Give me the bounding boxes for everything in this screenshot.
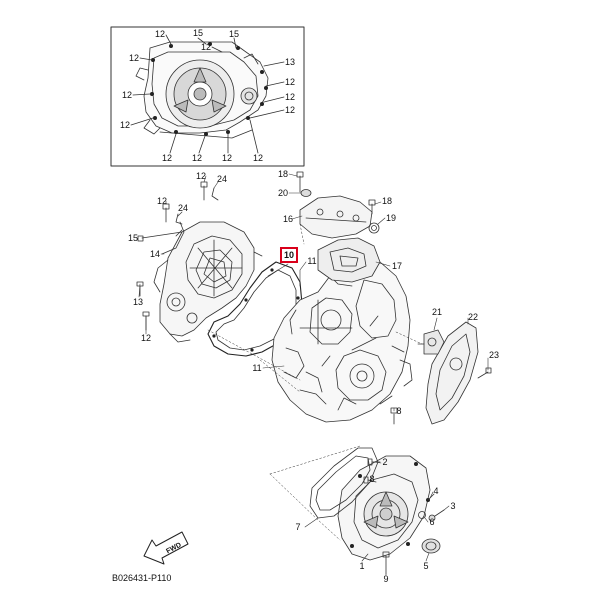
callout-part-18: 18: [277, 169, 289, 179]
inset-cover-drawing: [130, 34, 285, 154]
callout-part-3: 3: [450, 501, 456, 511]
bolt-part-18b: [368, 199, 376, 215]
bolt-part-12a: [200, 181, 208, 201]
callout-part-4: 4: [433, 486, 439, 496]
top-cover-part-16: [299, 195, 373, 239]
oring-part-19: [368, 222, 380, 234]
callout-part-12: 12: [195, 171, 207, 181]
callout-part-12: 12: [154, 29, 166, 39]
gasket-part-7: [309, 447, 379, 519]
bolt-part-9: [382, 551, 390, 575]
cap-part-5: [421, 538, 441, 554]
callout-part-18: 18: [381, 196, 393, 206]
callout-part-12: 12: [119, 120, 131, 130]
callout-part-12: 12: [128, 53, 140, 63]
callout-part-11: 11: [252, 363, 262, 373]
oring-part-6: [418, 511, 426, 519]
bolt-part-23: [477, 367, 492, 379]
reference-code: B026431-P110: [112, 573, 172, 583]
callout-part-22: 22: [467, 312, 479, 322]
callout-part-12: 12: [200, 42, 212, 52]
callout-part-15: 15: [228, 29, 240, 39]
callout-part-12: 12: [191, 153, 203, 163]
callout-part-13: 13: [132, 297, 144, 307]
gasket-part-10: [207, 261, 303, 357]
plug-part-20: [300, 189, 312, 197]
callout-part-2: 2: [382, 457, 388, 467]
callout-part-8: 8: [396, 406, 402, 416]
callout-part-12: 12: [121, 90, 133, 100]
callout-part-10: 10: [279, 247, 299, 263]
callout-part-16: 16: [282, 214, 294, 224]
alignment-lines: [207, 223, 423, 541]
callout-part-17: 17: [391, 261, 403, 271]
part-21: [417, 329, 445, 355]
callout-part-24: 24: [177, 203, 189, 213]
callout-part-12: 12: [161, 153, 173, 163]
clip-part-24a: [211, 187, 219, 201]
callout-part-12: 12: [140, 333, 152, 343]
callout-part-15: 15: [127, 233, 139, 243]
callout-part-24: 24: [216, 174, 228, 184]
callout-part-21: 21: [431, 307, 443, 317]
callout-part-15: 15: [192, 28, 204, 38]
cover-part-22: [425, 321, 479, 425]
callout-part-12: 12: [284, 105, 296, 115]
bolt-part-18a: [296, 171, 304, 193]
callout-part-12: 12: [284, 77, 296, 87]
callout-part-20: 20: [277, 188, 289, 198]
generator-cover-part-1: [337, 455, 431, 561]
callout-part-13: 13: [284, 57, 296, 67]
clip-part-24b: [175, 213, 183, 225]
callout-part-12: 12: [156, 196, 168, 206]
callout-part-9: 9: [383, 574, 389, 584]
bolt-part-12b: [162, 203, 170, 223]
bolt-part-15: [137, 231, 183, 242]
callout-part-19: 19: [385, 213, 397, 223]
callout-part-11: 11: [307, 256, 317, 266]
callout-part-12: 12: [221, 153, 233, 163]
callout-part-7: 7: [295, 522, 301, 532]
callout-part-5: 5: [423, 561, 429, 571]
bolt-part-4: [427, 493, 435, 501]
callout-part-14: 14: [149, 249, 161, 259]
hose-part-14: [161, 221, 185, 255]
leader-lines: [138, 173, 489, 576]
left-crankcase-cover: [153, 221, 263, 343]
callout-part-23: 23: [488, 350, 500, 360]
callout-part-6: 6: [429, 517, 435, 527]
bolt-part-3: [428, 509, 445, 522]
callout-part-8: 8: [369, 474, 375, 484]
callout-part-12: 12: [252, 153, 264, 163]
fwd-arrow-icon: [143, 531, 189, 565]
callout-part-12: 12: [284, 92, 296, 102]
top-cover-part-17: [317, 237, 381, 283]
callout-part-1: 1: [359, 561, 365, 571]
